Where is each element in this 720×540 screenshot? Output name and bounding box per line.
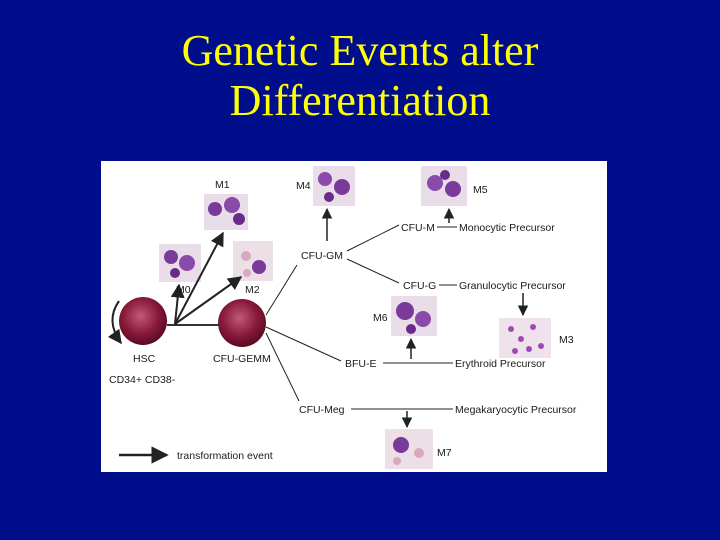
label-granulocytic: Granulocytic Precursor — [459, 280, 566, 292]
label-bfu-e: BFU-E — [345, 358, 377, 370]
label-cfu-m: CFU-M — [401, 222, 435, 234]
micrograph-m3 — [499, 318, 551, 358]
label-cd34: CD34+ CD38- — [109, 374, 176, 386]
label-cfu-g: CFU-G — [403, 280, 436, 292]
title-line-1: Genetic Events alter — [181, 26, 539, 75]
micrograph-m2 — [233, 241, 273, 281]
legend-label: transformation event — [177, 450, 273, 462]
hematopoiesis-diagram: M1 M0 M2 M4 M5 M6 M3 M7 HSC CD34+ CD38- … — [101, 161, 607, 472]
label-m5: M5 — [473, 184, 488, 196]
gm-to-cfu-m — [346, 224, 400, 252]
micrograph-m6 — [391, 296, 437, 336]
label-m0: M0 — [176, 284, 191, 296]
label-cfu-gemm: CFU-GEMM — [213, 353, 271, 365]
label-monocytic: Monocytic Precursor — [459, 222, 555, 234]
gemm-to-gm — [265, 264, 298, 316]
label-m1: M1 — [215, 179, 230, 191]
micrograph-m1 — [204, 194, 248, 230]
gm-to-cfu-g — [346, 258, 400, 284]
label-hsc: HSC — [133, 353, 156, 365]
title-line-2: Differentiation — [229, 76, 491, 125]
label-m2: M2 — [245, 284, 260, 296]
label-m4: M4 — [296, 180, 311, 192]
micrograph-m5 — [421, 166, 467, 206]
label-erythroid: Erythroid Precursor — [455, 358, 546, 370]
diagram-svg: M1 M0 M2 M4 M5 M6 M3 M7 HSC CD34+ CD38- … — [107, 166, 577, 469]
label-megakaryocytic: Megakaryocytic Precursor — [455, 404, 577, 416]
micrograph-m7 — [385, 429, 433, 469]
hsc-cell — [119, 297, 167, 345]
self-renewal-arrow — [107, 300, 122, 345]
micrograph-m4 — [313, 166, 355, 206]
gemm-to-meg — [265, 332, 300, 402]
label-cfu-meg: CFU-Meg — [299, 404, 345, 416]
slide-title: Genetic Events alter Differentiation — [0, 26, 720, 126]
label-m3: M3 — [559, 334, 574, 346]
label-m6: M6 — [373, 312, 388, 324]
label-m7: M7 — [437, 447, 452, 459]
cfu-gemm-cell — [218, 299, 266, 347]
arrow-to-m1 — [174, 231, 224, 325]
label-cfu-gm: CFU-GM — [301, 250, 343, 262]
arrow-to-m0 — [170, 283, 185, 325]
arrow-to-m2 — [174, 276, 243, 325]
gemm-to-bfu — [265, 326, 342, 362]
micrograph-m0 — [159, 244, 201, 282]
